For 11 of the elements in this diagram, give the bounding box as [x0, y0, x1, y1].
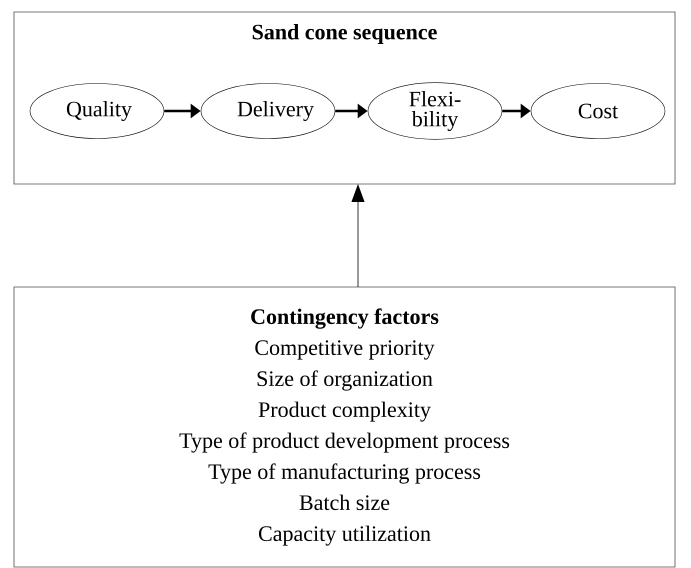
heading: Contingency factors: [251, 308, 438, 329]
factor-text: Type of product development process: [180, 432, 510, 453]
factor-text: Size of organization: [258, 370, 433, 391]
factor-text: Product complexity: [258, 402, 431, 422]
factor-text: Batch size: [300, 494, 390, 510]
factor-text: Capacity utilization: [258, 526, 431, 546]
panel: [14, 286, 676, 568]
factor-text: Type of manufacturing process: [208, 463, 480, 484]
panel: [14, 12, 676, 184]
title: Sand cone sequence: [252, 24, 437, 44]
factor-text: Competitive priority: [255, 340, 435, 360]
